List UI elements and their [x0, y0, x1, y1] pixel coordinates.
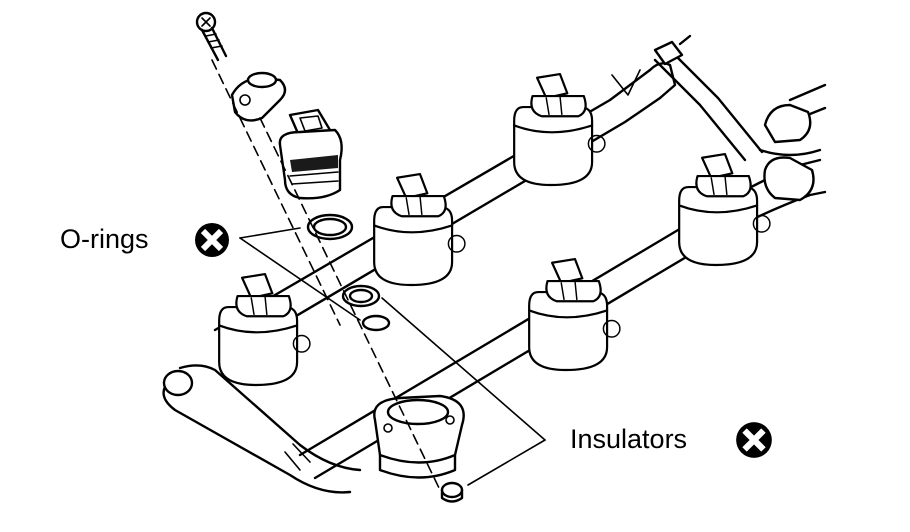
insulator-upper [341, 284, 381, 308]
o-rings-label: O-rings [60, 224, 149, 254]
assembly-axis [211, 59, 441, 491]
rail-injector-3 [218, 272, 312, 387]
rail-injector-4 [678, 152, 772, 267]
insulators-label: Insulators [570, 424, 687, 454]
insulators-leaders [381, 297, 546, 486]
rail-injector-2 [373, 172, 467, 287]
injector-seat [373, 394, 465, 479]
fuel-hose [162, 364, 362, 494]
insulator-lower [440, 481, 464, 503]
exploded-injector [278, 108, 343, 200]
bolt [195, 11, 228, 62]
rail-injector-5 [528, 257, 622, 372]
replace-insulators-icon [736, 422, 772, 458]
injector-clamp [230, 71, 287, 122]
replace-o-rings-icon [195, 223, 229, 257]
rear-fuel-rail [213, 62, 677, 354]
pressure-regulator [763, 156, 815, 202]
o-rings-leaders [239, 227, 361, 321]
rail-injector-1 [513, 72, 607, 187]
o-ring-upper [306, 213, 354, 241]
crossover-pipe [653, 34, 827, 162]
o-ring-lower [361, 314, 391, 332]
